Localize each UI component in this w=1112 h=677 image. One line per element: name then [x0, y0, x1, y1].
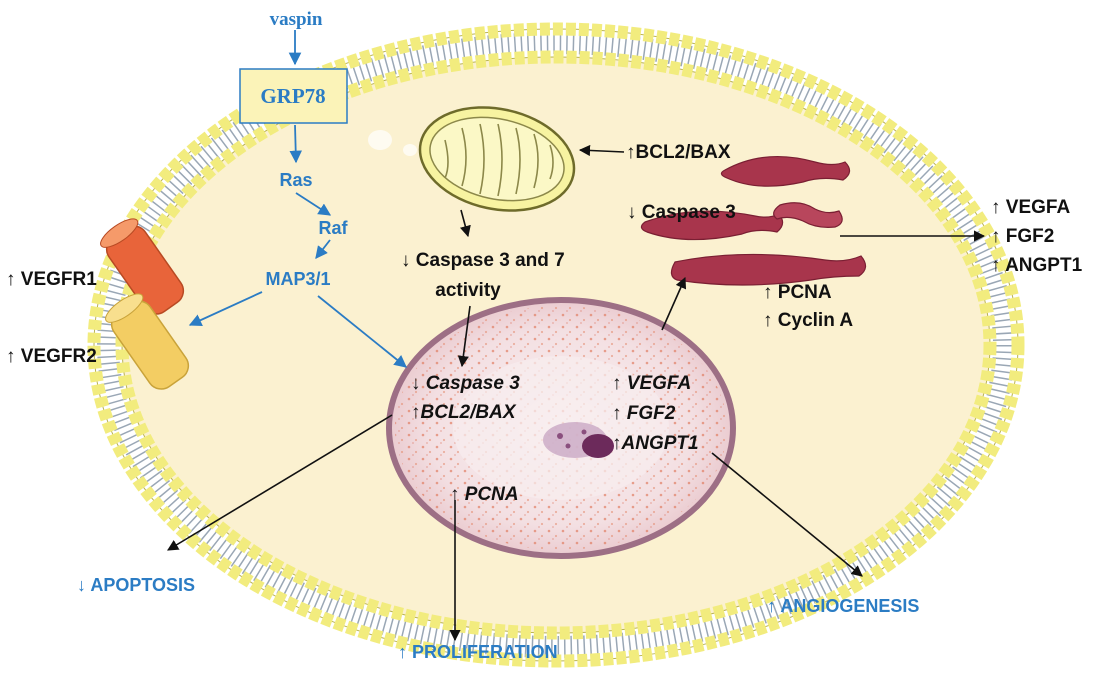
- angiogenesis-label: ↑ ANGIOGENESIS: [767, 596, 919, 616]
- secreted-angpt1-label: ↑ ANGPT1: [991, 255, 1083, 276]
- golgi-cyclin-a-label: ↑ Cyclin A: [763, 310, 853, 331]
- proliferation-label: ↑ PROLIFERATION: [398, 642, 558, 662]
- nuc-caspase3-label: ↓ Caspase 3: [411, 373, 520, 394]
- vaspin-label: vaspin: [270, 9, 323, 30]
- secreted-vegfa-label: ↑ VEGFA: [991, 197, 1070, 218]
- mito-caspase-line1: ↓ Caspase 3 and 7: [401, 250, 565, 271]
- vegfr1-label: ↑ VEGFR1: [6, 269, 97, 290]
- receptor-channel-icon: [100, 218, 190, 390]
- signaling-arrows: [188, 30, 407, 368]
- nucleolus-icon: [543, 422, 614, 458]
- raf-label: Raf: [318, 218, 348, 238]
- nuc-fgf2-label: ↑ FGF2: [612, 403, 676, 424]
- nuc-vegfa-label: ↑ VEGFA: [612, 373, 691, 394]
- golgi-caspase3-label: ↓ Caspase 3: [627, 202, 736, 223]
- mapk-label: MAP3/1: [265, 269, 330, 289]
- apoptosis-label: ↓ APOPTOSIS: [77, 575, 195, 595]
- mito-caspase-line2: activity: [435, 280, 501, 301]
- golgi-icon: [640, 155, 867, 286]
- vegfr2-label: ↑ VEGFR2: [6, 346, 97, 367]
- golgi-pcna-label: ↑ PCNA: [763, 282, 832, 303]
- ras-label: Ras: [279, 170, 312, 190]
- mitochondrion-icon: [418, 106, 576, 212]
- mito-bcl2-bax-label: ↑BCL2/BAX: [626, 142, 731, 163]
- grp78-label: GRP78: [260, 84, 325, 108]
- secreted-fgf2-label: ↑ FGF2: [991, 226, 1054, 247]
- effect-arrows: [167, 144, 986, 642]
- nucleus-icon: [386, 297, 736, 559]
- nuc-angpt1-label: ↑ANGPT1: [612, 433, 699, 454]
- grp78-box: [239, 68, 348, 124]
- nuc-pcna-label: ↑ PCNA: [450, 484, 519, 505]
- nuc-bcl2-bax-label: ↑BCL2/BAX: [411, 402, 517, 423]
